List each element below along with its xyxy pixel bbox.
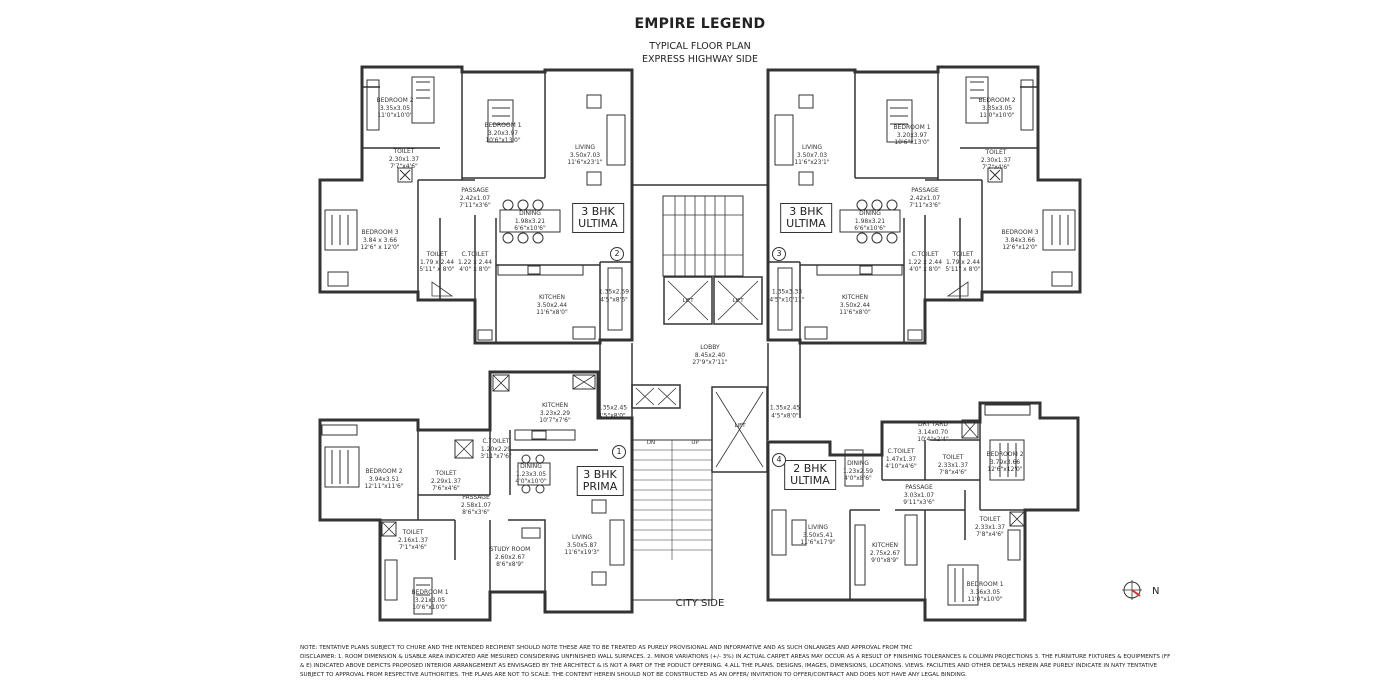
room-label: Toilet1.79 x 2.445'11" x 8'0"	[419, 250, 455, 273]
north-compass-icon	[1122, 580, 1142, 600]
room-label: Toilet1.79 x 2.445'11" x 8'0"	[945, 250, 981, 273]
room-label: Dining1.98x3.216'6"x10'6"	[854, 209, 886, 232]
note-line: & E) INDICATED ABOVE DEPICTS PROPOSED IN…	[300, 663, 1158, 669]
unit-number: 2	[610, 247, 624, 261]
room-label: Study Room2.60x2.678'6"x8'9"	[489, 545, 531, 568]
stair-down-label: DN	[646, 440, 656, 446]
lift-label: LIFT	[734, 423, 746, 429]
room-label: C.Toilet1.22 x 2.444'0" x 8'0"	[457, 250, 493, 273]
room-label: Toilet2.30x1.377'7"x4'6"	[980, 148, 1012, 171]
unit-number: 4	[772, 453, 786, 467]
room-label: Passage2.42x1.077'11"x3'6"	[459, 186, 491, 209]
unit-4-walls	[766, 401, 1080, 622]
lift-label: LIFT	[682, 298, 694, 304]
room-label: Passage3.03x1.079'11"x3'6"	[903, 483, 935, 506]
city-side-label: CITY SIDE	[675, 598, 725, 609]
room-label: Toilet2.30x1.377'7"x4'6"	[388, 147, 420, 170]
room-label: Toilet2.33x1.377'8"x4'6"	[937, 453, 969, 476]
north-label: N	[1152, 586, 1160, 597]
room-label: Dining1.23x2.594'0"x8'6"	[842, 459, 874, 482]
room-label: Dining1.23x3.054'0"x10'0"	[515, 462, 547, 485]
lift-label: LIFT	[732, 298, 744, 304]
unit-1-walls	[318, 370, 634, 622]
room-label: Toilet2.29x1.377'6"x4'6"	[430, 469, 462, 492]
core-walls	[599, 184, 801, 601]
note-line: SUBJECT TO APPROVAL FROM RESPECTIVE AUTH…	[300, 672, 967, 678]
room-label: Passage2.42x1.077'11"x3'6"	[909, 186, 941, 209]
note-line: NOTE: TENTATIVE PLANS SUBJECT TO CHURE A…	[300, 645, 913, 651]
page-title: EMPIRE LEGEND	[634, 16, 766, 32]
room-label: Kitchen2.75x2.679'0"x8'9"	[869, 541, 901, 564]
room-label: Passage2.58x1.078'6"x3'6"	[460, 493, 492, 516]
room-label: Toilet2.16x1.377'1"x4'6"	[397, 528, 429, 551]
subtitle-side: EXPRESS HIGHWAY SIDE	[642, 54, 758, 65]
unit-number: 1	[612, 445, 626, 459]
unit-number: 3	[772, 247, 786, 261]
room-label: C.Toilet1.20x2.293'11"x7'6"	[480, 437, 512, 460]
subtitle-plan: TYPICAL FLOOR PLAN	[649, 41, 751, 52]
stair-up-label: UP	[691, 440, 699, 446]
disclaimer-note: NOTE: TENTATIVE PLANS SUBJECT TO CHURE A…	[300, 644, 1170, 680]
room-label: C.Toilet1.47x1.374'10"x4'6"	[885, 447, 917, 470]
room-label: C.Toilet1.22 x 2.444'0" x 8'0"	[907, 250, 943, 273]
room-label: Toilet2.33x1.377'8"x4'6"	[974, 515, 1006, 538]
note-line: DISCLAIMER: 1. ROOM DIMENSION & USABLE A…	[300, 654, 1171, 660]
room-label: Dining1.98x3.216'6"x10'6"	[514, 209, 546, 232]
